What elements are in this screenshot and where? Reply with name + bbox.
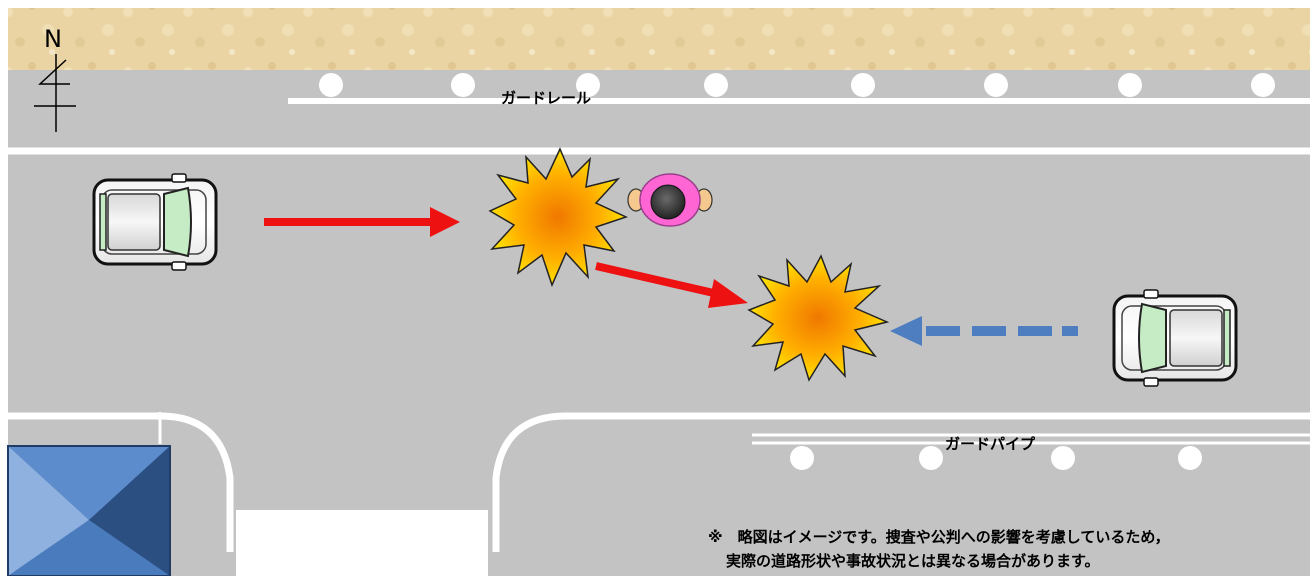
- collision-burst-icon: [747, 254, 890, 382]
- corner-curve-east: [492, 412, 567, 552]
- guard-pipe: [752, 433, 1310, 470]
- car-icon: [1112, 289, 1238, 387]
- collision-burst-icon: [488, 147, 629, 288]
- roadside-ground: [8, 8, 1310, 72]
- guardrail-post: [704, 73, 728, 97]
- guard-pipe-post: [1178, 446, 1202, 470]
- oncoming-arrow: [890, 316, 1078, 346]
- disclaimer-note: ※ 略図はイメージです。捜査や公判への影響を考慮しているため， 実際の道路形状や…: [708, 525, 1308, 573]
- guard-pipe-post: [919, 446, 943, 470]
- main-road: [8, 70, 1310, 510]
- guard-pipe-post: [790, 446, 814, 470]
- guardrail-post: [451, 73, 475, 97]
- guardrail-post: [576, 73, 600, 97]
- compass-north-label: N: [44, 25, 62, 53]
- movement-arrow: [264, 207, 460, 237]
- road-markings: [8, 147, 1310, 552]
- disclaimer-line-2: 実際の道路形状や事故状況とは異なる場合があります。: [726, 552, 1100, 570]
- guardrail: [288, 73, 1310, 104]
- corner-curve-west: [159, 412, 234, 552]
- disclaimer-line-1: ※ 略図はイメージです。捜査や公判への影響を考慮しているため，: [708, 528, 1170, 546]
- car-icon: [92, 173, 218, 271]
- guard-pipe-label: ガードパイプ: [945, 435, 1036, 453]
- building: [7, 445, 171, 576]
- side-road-right: [488, 505, 1310, 576]
- pedestrian-head: [650, 184, 686, 220]
- guard-pipe-post: [1051, 446, 1075, 470]
- pedestrian-icon: [627, 173, 713, 227]
- guardrail-post: [984, 73, 1008, 97]
- movement-arrow: [595, 262, 748, 308]
- guardrail-post: [1118, 73, 1142, 97]
- guardrail-post: [1251, 73, 1275, 97]
- compass-icon: N: [34, 25, 76, 132]
- guardrail-post: [319, 73, 343, 97]
- road-surface: [8, 70, 1310, 576]
- guardrail-label: ガードレール: [501, 89, 591, 107]
- guardrail-post: [851, 73, 875, 97]
- car-windshield: [1138, 302, 1167, 374]
- car-windshield: [163, 186, 192, 258]
